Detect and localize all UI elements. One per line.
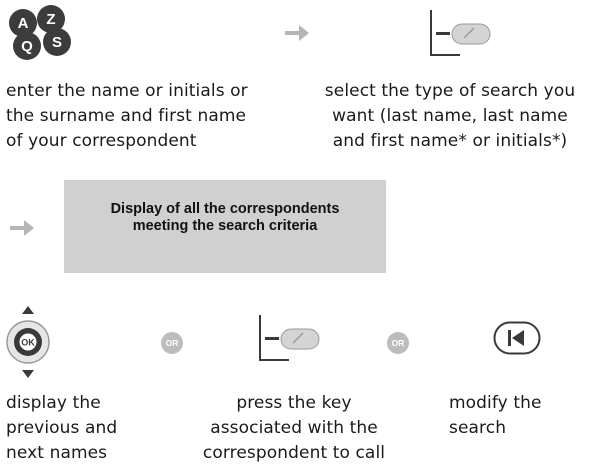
key-a-label: A <box>18 15 29 32</box>
or-badge: OR <box>387 332 409 354</box>
or-badge: OR <box>161 332 183 354</box>
key-s-label: S <box>52 34 62 51</box>
ok-navigator-icon[interactable]: OK <box>6 306 50 378</box>
press-key-instruction: press the key associated with the corres… <box>202 393 386 463</box>
modify-search-instruction: modify the search <box>449 393 542 438</box>
line-key-icon <box>430 10 500 60</box>
right-arrow-icon <box>10 218 34 242</box>
key-q-label: Q <box>21 38 33 55</box>
select-search-type-instruction: select the type of search you want (last… <box>324 81 576 151</box>
alpha-keypad-icon: A Z Q S <box>5 5 75 60</box>
right-arrow-icon <box>285 20 309 48</box>
line-key-icon[interactable] <box>259 315 329 365</box>
back-key-icon[interactable] <box>493 321 541 355</box>
display-names-instruction: display the previous and next names <box>6 393 118 463</box>
key-z-label: Z <box>46 11 55 28</box>
ok-label: OK <box>21 338 35 348</box>
search-results-box: Display of all the correspondents meetin… <box>64 180 386 273</box>
enter-name-instruction: enter the name or initials or the surnam… <box>6 81 248 151</box>
